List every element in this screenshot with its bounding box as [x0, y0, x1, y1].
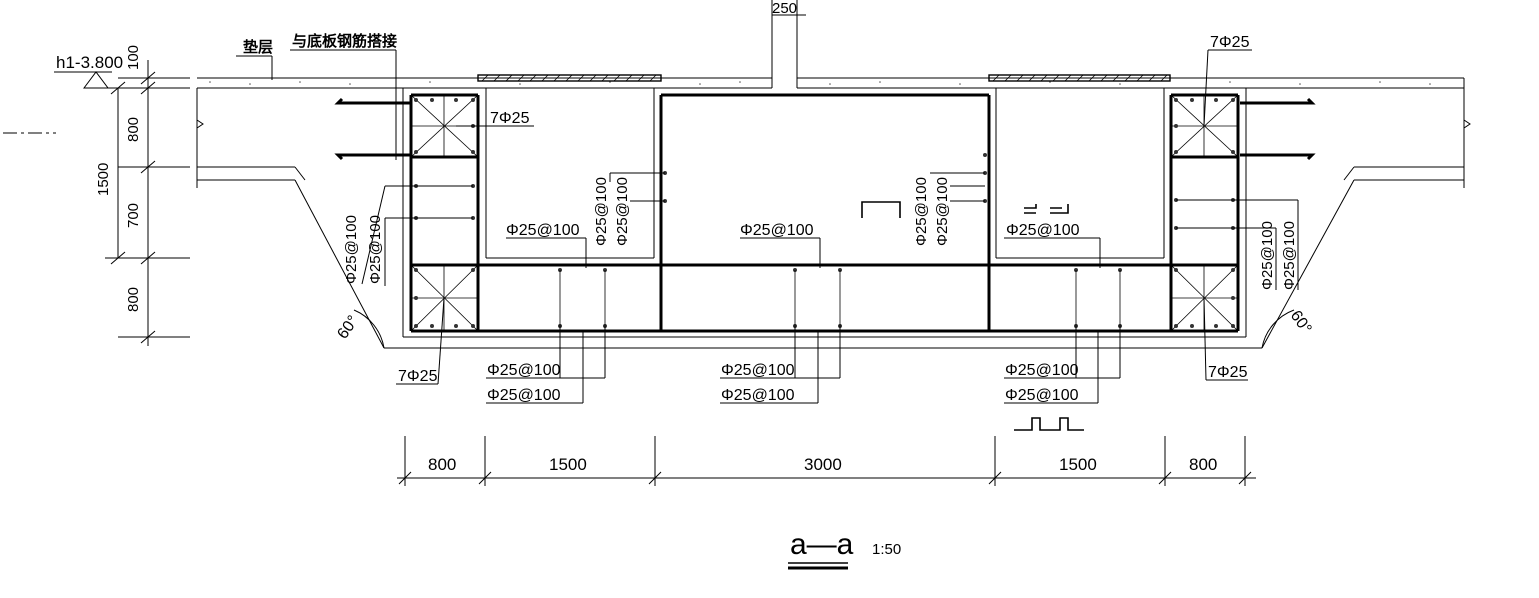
- callout-7phi25-bottom-right: 7Φ25: [1203, 297, 1248, 381]
- section-title-block: a—a 1:50: [788, 528, 901, 570]
- callout-7phi25-top-right: 7Φ25: [1203, 34, 1252, 127]
- callout-7phi25-top-left: 7Φ25: [456, 110, 534, 127]
- bottom-dim-2: 1500: [549, 455, 587, 474]
- cushion-label: 垫层: [243, 38, 273, 56]
- dim-700-label: 700: [125, 203, 142, 228]
- rebar-bottom-center-2: Φ25@100: [721, 387, 795, 404]
- rebar-7phi25-bl: 7Φ25: [398, 368, 438, 385]
- rebar-center-left-1: Φ25@100: [593, 177, 610, 246]
- scale-label: 1:50: [872, 541, 901, 558]
- angle-right-label: 60°: [1287, 308, 1315, 338]
- section-title: a—a: [790, 528, 854, 561]
- rebar-bottom-right-1: Φ25@100: [1005, 362, 1079, 379]
- angle-left: 60°: [334, 309, 385, 349]
- callout-horizontal-left: Φ25@100: [506, 222, 587, 268]
- bottom-dim-4: 1500: [1059, 455, 1097, 474]
- bottom-dim-5: 800: [1189, 455, 1217, 474]
- rebar-horizontal-right: Φ25@100: [1006, 222, 1080, 239]
- lap-note-callout: 与底板钢筋搭接: [290, 32, 397, 160]
- callout-horizontal-right: Φ25@100: [1004, 222, 1101, 268]
- callout-bottom-center: Φ25@100 Φ25@100: [720, 326, 841, 404]
- bottom-dim-1: 800: [428, 455, 456, 474]
- rebar-vertical-left-1: Φ25@100: [343, 215, 360, 284]
- cushion-callout: 垫层: [236, 38, 273, 80]
- vertical-dimension-chain: 100 800 1500 700 800: [95, 45, 190, 346]
- top-width-label: 250: [772, 0, 797, 17]
- rebar-bottom-left-2: Φ25@100: [487, 387, 561, 404]
- rebar-vertical-right-1: Φ25@100: [1259, 221, 1276, 290]
- top-slab: [196, 74, 1471, 188]
- callout-center-right-vertical: Φ25@100 Φ25@100: [913, 172, 985, 246]
- rebar-horizontal-center: Φ25@100: [740, 222, 814, 239]
- rebar-vertical-left-2: Φ25@100: [367, 215, 384, 284]
- bottom-dimension-chain: 800 1500 3000 1500 800: [397, 436, 1256, 486]
- section-marks: [861, 201, 1084, 431]
- dim-100-label: 100: [125, 45, 142, 70]
- callout-bottom-right: Φ25@100 Φ25@100: [1004, 326, 1121, 404]
- hatch-strip-right: [988, 74, 1171, 82]
- callout-bottom-left: Φ25@100 Φ25@100: [486, 326, 606, 404]
- hatch-strip-left: [477, 74, 662, 82]
- bottom-dim-3: 3000: [804, 455, 842, 474]
- rebar-center-right-1: Φ25@100: [913, 177, 930, 246]
- dim-800-bottom-label: 800: [125, 287, 142, 312]
- trench-outline: [294, 88, 1355, 349]
- top-wall-stub: 250: [771, 0, 806, 88]
- lap-note-label: 与底板钢筋搭接: [292, 32, 397, 50]
- rebar-bottom-right-2: Φ25@100: [1005, 387, 1079, 404]
- angle-right: 60°: [1261, 308, 1315, 349]
- callout-horizontal-center: Φ25@100: [740, 222, 821, 268]
- rebar-dots: [414, 98, 1235, 328]
- angle-left-label: 60°: [334, 313, 362, 343]
- rebar-bottom-left-1: Φ25@100: [487, 362, 561, 379]
- dim-800-top-label: 800: [125, 117, 142, 142]
- elevation-marker: h1-3.800: [54, 53, 190, 89]
- rebar-center-right-2: Φ25@100: [934, 177, 951, 246]
- cushion-texture: [209, 81, 1431, 85]
- rebar-bottom-center-1: Φ25@100: [721, 362, 795, 379]
- callout-right-wall-vertical: Φ25@100 Φ25@100: [1176, 199, 1299, 290]
- dim-1500-label: 1500: [95, 163, 112, 196]
- rebar-vertical-right-2: Φ25@100: [1281, 221, 1298, 290]
- base-rebar-lines: [559, 270, 1121, 326]
- rebar-7phi25-tl: 7Φ25: [490, 110, 530, 127]
- callout-left-wall-vertical: Φ25@100 Φ25@100: [343, 185, 473, 286]
- rebar-7phi25-tr: 7Φ25: [1210, 34, 1250, 51]
- elevation-label: h1-3.800: [56, 53, 123, 72]
- callout-7phi25-bottom-left: 7Φ25: [396, 297, 445, 385]
- rebar-horizontal-left: Φ25@100: [506, 222, 580, 239]
- corner-rebar-bundles: [410, 94, 1239, 332]
- rebar-7phi25-br: 7Φ25: [1208, 364, 1248, 381]
- callout-center-left-vertical: Φ25@100 Φ25@100: [593, 172, 665, 246]
- rebar-center-left-2: Φ25@100: [614, 177, 631, 246]
